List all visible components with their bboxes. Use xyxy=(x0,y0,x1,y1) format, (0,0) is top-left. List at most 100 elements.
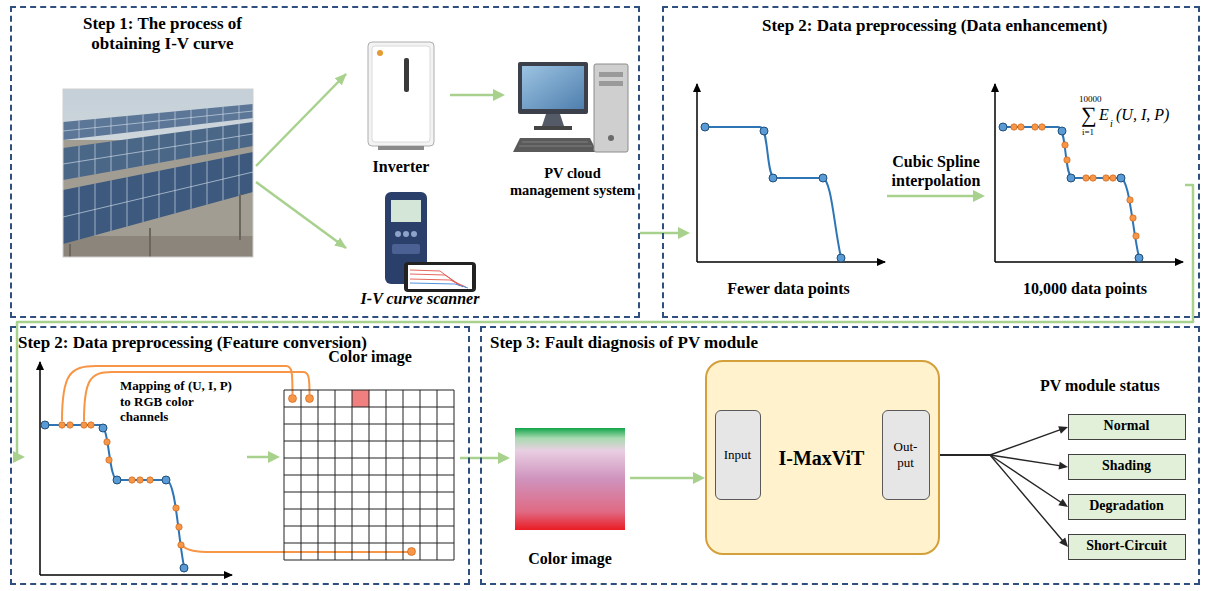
iv-graph: Mapping of (U, I, P) to RGB color channe… xyxy=(25,358,247,580)
illustration-part xyxy=(59,422,65,428)
illustration-part xyxy=(522,66,584,109)
illustration-part xyxy=(518,62,588,114)
illustration-part xyxy=(63,90,253,257)
node-text: Short-Circuit xyxy=(1069,538,1184,555)
connector xyxy=(930,455,1068,470)
arrow-head xyxy=(1058,462,1068,470)
illustration-part xyxy=(403,231,409,237)
illustration-part xyxy=(377,50,383,56)
iv-graph: Fewer data points xyxy=(690,80,887,302)
illustration-part xyxy=(999,123,1143,262)
illustration-part xyxy=(1011,124,1017,130)
scanner-picture xyxy=(385,192,476,292)
computer-picture xyxy=(513,62,628,152)
connector xyxy=(640,227,690,239)
arrow-head xyxy=(498,452,510,464)
model-box: I-MaxViTInputOut-put xyxy=(705,360,940,555)
mapping-line xyxy=(62,366,408,552)
illustration-part xyxy=(162,476,170,484)
illustration-part xyxy=(59,422,184,548)
illustration-part xyxy=(104,439,110,445)
connector-line xyxy=(15,185,1193,457)
node-text: Out-put xyxy=(891,439,921,470)
connector-line xyxy=(630,477,695,480)
illustration-part xyxy=(181,545,408,552)
illustration-part xyxy=(599,72,623,77)
cloud-computer: PV cloud management system xyxy=(505,55,640,240)
illustration-part xyxy=(994,84,996,262)
illustration-part xyxy=(1011,124,1139,239)
illustration-part xyxy=(599,81,623,86)
illustration-part xyxy=(70,194,240,257)
illustration-part xyxy=(1018,124,1024,130)
illustration-part xyxy=(391,200,421,222)
illustration-part xyxy=(129,477,135,483)
arrow-head xyxy=(678,227,690,239)
illustration-part xyxy=(1058,127,1066,135)
illustration-part xyxy=(542,114,564,126)
illustration-part xyxy=(352,390,369,407)
illustration-part xyxy=(289,395,297,403)
illustration-part xyxy=(176,524,182,530)
connector xyxy=(930,455,1068,547)
node-text: Step 2: Data preprocessing (Data enhance… xyxy=(762,16,1187,36)
illustration-part xyxy=(1130,215,1136,221)
node-text: Step 3: Fault diagnosis of PV module xyxy=(490,333,910,353)
arrow-head xyxy=(268,451,280,463)
illustration-part xyxy=(760,127,768,135)
illustration-part xyxy=(696,84,698,262)
output-block: Out-put xyxy=(882,410,930,500)
illustration-part xyxy=(41,421,188,572)
illustration-part xyxy=(408,548,416,556)
illustration-part xyxy=(256,74,346,166)
node-text: Step 1: The process of obtaining I-V cur… xyxy=(50,14,275,55)
connector-line xyxy=(930,429,1061,455)
formula-limit: 10000 xyxy=(1079,95,1102,104)
input-block: Input xyxy=(715,410,761,500)
illustration-part xyxy=(519,142,592,146)
node-text: Fewer data points xyxy=(690,279,887,298)
iv-curve-plot xyxy=(995,84,1183,262)
label-holder: (U, I, P) xyxy=(1116,107,1169,123)
formula-limit: i=1 xyxy=(1082,128,1094,137)
status-box: Degradation xyxy=(1068,494,1186,520)
illustration-part xyxy=(408,265,472,289)
illustration-part xyxy=(99,424,107,432)
node-text: Degradation xyxy=(1069,498,1184,515)
illustration-part xyxy=(1090,175,1096,181)
illustration-part xyxy=(404,262,476,292)
illustration-part xyxy=(63,152,253,244)
color-image: Color image xyxy=(510,424,630,570)
illustration-part xyxy=(40,574,232,576)
formula-symbol: ∑ xyxy=(1081,104,1097,126)
node-text: Mapping of (U, I, P) to RGB color channe… xyxy=(120,378,245,425)
node-text: I-V curve scanner xyxy=(350,289,490,308)
label-holder: PV module status xyxy=(1040,378,1160,394)
illustration-part xyxy=(534,126,572,130)
illustration-part xyxy=(837,254,845,262)
illustration-part xyxy=(88,422,94,428)
illustration-part xyxy=(178,542,184,548)
illustration-part xyxy=(392,244,420,254)
illustration-part xyxy=(1110,175,1116,181)
color-image-picture xyxy=(515,428,625,530)
inverter-icon: Inverter xyxy=(352,38,450,178)
arrow-head xyxy=(693,472,705,484)
illustration-part xyxy=(1135,254,1143,262)
arrow-head xyxy=(493,89,505,101)
illustration-part xyxy=(395,231,401,237)
illustration-part xyxy=(1103,175,1109,181)
illustration-part xyxy=(513,138,597,152)
node-text: Color image xyxy=(280,347,460,366)
illustration-part xyxy=(995,261,1183,263)
label-holder: 10000 xyxy=(1079,95,1102,104)
illustration-part xyxy=(137,477,143,483)
connector xyxy=(630,472,705,484)
status-box: Shading xyxy=(1068,454,1186,480)
illustration-part xyxy=(63,90,253,257)
connector xyxy=(887,190,985,202)
illustration-part xyxy=(410,283,468,288)
illustration-part xyxy=(1039,124,1045,130)
illustration-part xyxy=(284,390,454,560)
illustration-part xyxy=(306,395,314,403)
